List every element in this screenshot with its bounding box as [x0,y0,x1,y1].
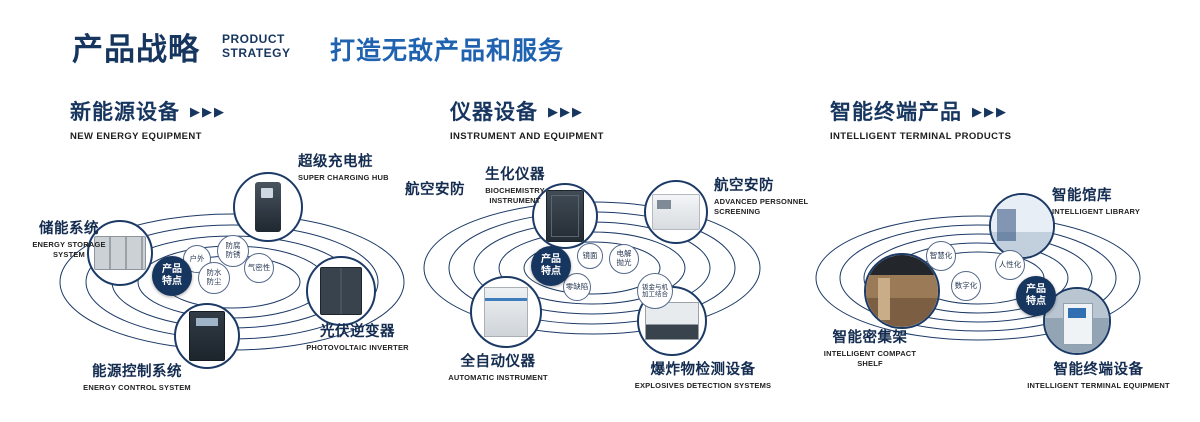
feature-bubble-zero-defect: 零缺陷 [563,273,591,301]
feature-label: 智慧化 [929,250,953,260]
feature-bubble-airtight: 气密性 [244,253,274,283]
triple-arrow-icon: ▶▶▶ [972,104,1008,119]
feature-bubble-waterproof: 防水防尘 [198,262,230,294]
product-name-cn: 爆炸物检测设备 [650,362,756,378]
product-label-personnel-screening: 航空安防 ADVANCED PERSONNEL SCREENING [714,174,810,217]
product-name-cn: 智能馆库 [1052,188,1112,204]
feature-bubble-sheetmetal-machining: 钣金与机加工结合 [637,273,673,309]
product-name-cn: 光伏逆变器 [320,324,395,340]
section-title: 新能源设备 [70,101,180,124]
page-title-en-line2: STRATEGY [222,45,291,60]
product-image-personnel-screening [644,180,708,244]
compact-shelf-image [866,255,938,327]
feature-label: 数字化 [954,280,978,290]
feature-label: 气密性 [247,262,271,272]
product-image-intelligent-library [989,193,1055,259]
product-label-biochemistry: 生化仪器 BIOCHEMISTRY INSTRUMENT [462,163,568,206]
feature-label: 零缺陷 [565,281,589,291]
product-image-photovoltaic-inverter [306,256,376,326]
center-badge-label: 产品特点 [541,253,561,278]
feature-bubble-smart: 智慧化 [926,241,956,271]
product-name-en: SUPER CHARGING HUB [298,173,389,182]
product-name-en: ADVANCED PERSONNEL SCREENING [714,197,809,216]
product-label-super-charging-hub: 超级充电桩 SUPER CHARGING HUB [298,150,410,183]
product-name-cn: 智能密集架 [832,330,908,346]
product-name-cn: 超级充电桩 [298,154,373,170]
product-image-compact-shelf [864,253,940,329]
product-image-biochemistry [532,183,598,249]
product-label-photovoltaic-inverter: 光伏逆变器 PHOTOVOLTAIC INVERTER [300,320,415,353]
feature-bubble-mirror: 镜面 [577,243,603,269]
product-image-energy-control [174,303,240,369]
feature-label: 电解抛光 [616,249,632,267]
section-subtitle: NEW ENERGY EQUIPMENT [70,131,202,142]
product-name-en: PHOTOVOLTAIC INVERTER [306,343,409,352]
section-title: 仪器设备 [450,101,538,124]
page-title: 产品战略 [72,32,200,67]
energy-storage-image [94,236,146,270]
charging-hub-image [255,182,281,232]
product-label-compact-shelf: 智能密集架 INTELLIGENT COMPACT SHELF [818,326,922,369]
feature-bubble-digital: 数字化 [951,271,981,301]
section-header-new-energy: 新能源设备 ▶▶▶ NEW ENERGY EQUIPMENT [70,96,226,142]
automatic-instrument-image [484,287,528,337]
personnel-screening-image [652,194,700,230]
product-image-automatic-instrument [470,276,542,348]
product-label-energy-control: 能源控制系统 ENERGY CONTROL SYSTEM [78,360,196,393]
product-name-en: INTELLIGENT LIBRARY [1052,207,1141,216]
center-badge-product-features: 产品特点 [1016,276,1056,316]
product-name-en: AUTOMATIC INSTRUMENT [448,373,548,382]
feature-label: 防水防尘 [206,268,222,286]
feature-bubble-humanized: 人性化 [995,250,1025,280]
product-name-en: EXPLOSIVES DETECTION SYSTEMS [634,381,772,390]
product-image-super-charging-hub [233,172,303,242]
product-name-cn: 智能终端设备 [1053,362,1144,378]
energy-control-image [189,311,225,361]
triple-arrow-icon: ▶▶▶ [548,104,584,119]
photovoltaic-inverter-image [320,267,362,315]
feature-bubble-outdoor: 户外 [183,245,211,273]
feature-label: 钣金与机加工结合 [642,283,668,298]
product-name-en: ENERGY CONTROL SYSTEM [83,383,191,392]
product-name-cn: 能源控制系统 [92,364,182,380]
product-image-energy-storage [87,220,153,286]
center-badge-label: 产品特点 [162,263,182,288]
section-subtitle: INSTRUMENT AND EQUIPMENT [450,131,604,142]
feature-label: 人性化 [998,259,1022,269]
tagline: 打造无敌产品和服务 [330,37,565,65]
center-badge-product-features: 产品特点 [531,246,571,286]
product-name-en: INTELLIGENT TERMINAL EQUIPMENT [1027,381,1170,390]
section-subtitle: INTELLIGENT TERMINAL PRODUCTS [830,131,1012,142]
product-name-cn: 储能系统 [39,221,99,237]
product-label-intelligent-library: 智能馆库 INTELLIGENT LIBRARY [1052,184,1156,217]
product-label-terminal-equipment: 智能终端设备 INTELLIGENT TERMINAL EQUIPMENT [1026,358,1171,391]
biochemistry-instrument-image [546,190,584,242]
center-badge-label: 产品特点 [1026,283,1046,308]
section-header-instrument: 仪器设备 ▶▶▶ INSTRUMENT AND EQUIPMENT [450,96,604,142]
feature-bubble-electropolish: 电解抛光 [609,244,639,274]
page-title-en-line1: PRODUCT [222,32,285,46]
page-title-en: PRODUCT STRATEGY [222,32,291,61]
product-name-en: INTELLIGENT COMPACT SHELF [823,349,917,368]
intelligent-library-image [991,195,1053,257]
product-name-cn: 航空安防 [714,178,774,194]
product-label-automatic-instrument: 全自动仪器 AUTOMATIC INSTRUMENT [442,350,554,383]
product-name-en: BIOCHEMISTRY INSTRUMENT [485,186,545,205]
center-badge-product-features: 产品特点 [152,256,192,296]
product-name-en: ENERGY STORAGE SYSTEM [32,240,106,259]
feature-label: 镜面 [582,250,598,260]
feature-label: 防腐防锈 [225,241,241,259]
product-label-energy-storage: 储能系统 ENERGY STORAGE SYSTEM [25,217,113,260]
label-aviation-security: 航空安防 [405,182,465,198]
section-header-intelligent-terminal: 智能终端产品 ▶▶▶ INTELLIGENT TERMINAL PRODUCTS [830,96,1011,142]
section-title: 智能终端产品 [830,101,962,124]
triple-arrow-icon: ▶▶▶ [190,104,226,119]
feature-bubble-anticorrosion: 防腐防锈 [217,235,249,267]
product-name-cn: 生化仪器 [485,167,545,183]
product-label-explosives-detection: 爆炸物检测设备 EXPLOSIVES DETECTION SYSTEMS [633,358,773,391]
product-name-cn: 全自动仪器 [460,354,536,370]
feature-label: 户外 [189,253,205,263]
